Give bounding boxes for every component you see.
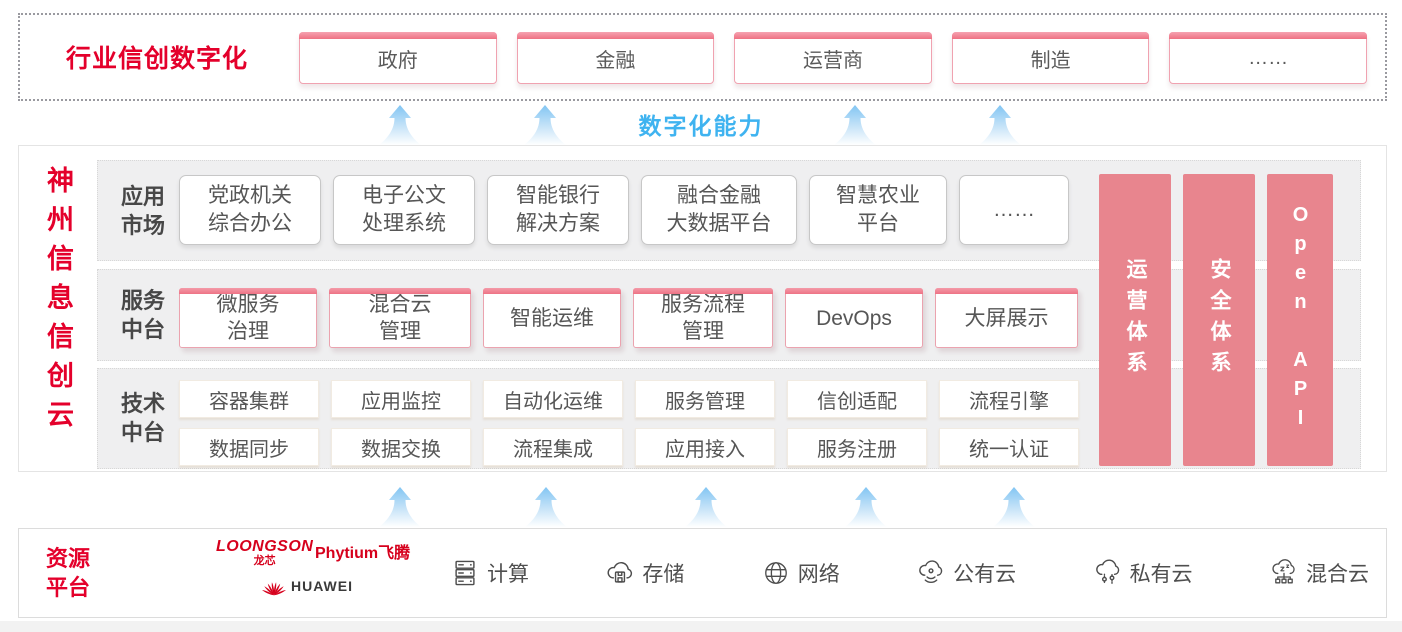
app-card: 智能银行 解决方案 [487,175,629,245]
resource-item-hybrid-cloud: 混合云 [1268,557,1369,589]
network-icon [764,562,787,584]
main-cloud-section: 神州信息信创云 应用 市场 服务 中台 技术 中台 党政机关 综合办公 电子公文… [18,145,1387,472]
resource-item-compute: 计算 [449,557,529,589]
resource-item-network: 网络 [760,557,840,589]
up-arrow-icon [378,487,422,527]
tech-card: 流程引擎 [939,380,1079,418]
service-card: 微服务 治理 [179,288,317,348]
tech-platform-row-top: 容器集群 应用监控 自动化运维 服务管理 信创适配 流程引擎 [179,380,1079,418]
app-card: 电子公文 处理系统 [333,175,475,245]
tech-platform-row-bottom: 数据同步 数据交换 流程集成 应用接入 服务注册 统一认证 [179,428,1079,466]
cloud-title: 神州信息信创云 [43,166,73,439]
service-card: 大屏展示 [935,288,1078,348]
pillar-security-system: 安全体系 [1183,174,1255,466]
resource-item-private-cloud: 私有云 [1092,557,1193,589]
footer-strip [0,621,1402,632]
service-card: 智能运维 [483,288,621,348]
tech-card: 流程集成 [483,428,623,466]
industry-row: 政府 金融 运营商 制造 …… [299,32,1367,84]
tech-card: 服务注册 [787,428,927,466]
huawei-flower-icon [262,582,286,596]
huawei-logo: HUAWEI [262,576,353,597]
tech-card: 数据交换 [331,428,471,466]
row-label-service-platform: 服务 中台 [120,288,165,342]
capability-label: 数字化能力 [638,113,764,139]
phytium-logo: Phytium飞腾 [315,545,411,562]
up-arrow-icon [833,105,877,145]
up-arrow-icon [523,105,567,145]
industry-card-government: 政府 [299,32,497,84]
up-arrow-icon [378,105,422,145]
app-card: 党政机关 综合办公 [179,175,321,245]
app-card-more: …… [959,175,1069,245]
up-arrow-icon [978,105,1022,145]
up-arrow-icon [844,487,888,527]
service-card: DevOps [785,288,923,348]
hybrid-cloud-icon [1272,559,1295,584]
tech-card: 信创适配 [787,380,927,418]
public-cloud-icon [919,560,943,584]
storage-icon [607,561,633,583]
resource-item-public-cloud: 公有云 [915,557,1016,589]
industry-card-more: …… [1169,32,1367,84]
app-card: 融合金融 大数据平台 [641,175,797,245]
tech-card: 数据同步 [179,428,319,466]
resource-items-row: 计算 存储 [449,529,1369,617]
service-platform-row: 微服务 治理 混合云 管理 智能运维 服务流程 管理 DevOps 大屏展示 [179,288,1078,348]
private-cloud-icon [1095,559,1119,585]
tech-card: 统一认证 [939,428,1079,466]
tech-card: 自动化运维 [483,380,623,418]
service-card: 服务流程 管理 [633,288,773,348]
service-card: 混合云 管理 [329,288,471,348]
resource-platform-title: 资源 平台 [46,546,91,600]
pillar-open-api: Open API [1267,174,1333,466]
up-arrow-icon [684,487,728,527]
industry-card-operator: 运营商 [734,32,932,84]
resource-platform-section: 资源 平台 LOONGSON 龙芯 Phytium飞腾 HU [18,528,1387,618]
tech-card: 应用接入 [635,428,775,466]
loongson-logo: LOONGSON 龙芯 [216,538,314,567]
tech-card: 应用监控 [331,380,471,418]
pillar-operation-system: 运营体系 [1099,174,1171,466]
industry-card-manufacturing: 制造 [951,32,1150,84]
tech-card: 服务管理 [635,380,775,418]
industry-card-finance: 金融 [516,32,715,84]
tech-card: 容器集群 [179,380,319,418]
industry-section: 行业信创数字化 政府 金融 运营商 制造 …… [18,13,1387,101]
app-market-row: 党政机关 综合办公 电子公文 处理系统 智能银行 解决方案 融合金融 大数据平台… [179,175,1069,245]
resource-item-storage: 存储 [604,557,684,589]
industry-section-title: 行业信创数字化 [66,45,249,73]
up-arrow-icon [524,487,568,527]
up-arrow-icon [992,487,1036,527]
row-label-tech-platform: 技术 中台 [120,391,165,445]
compute-icon [455,560,475,586]
app-card: 智慧农业 平台 [809,175,947,245]
row-label-app-market: 应用 市场 [120,184,165,238]
